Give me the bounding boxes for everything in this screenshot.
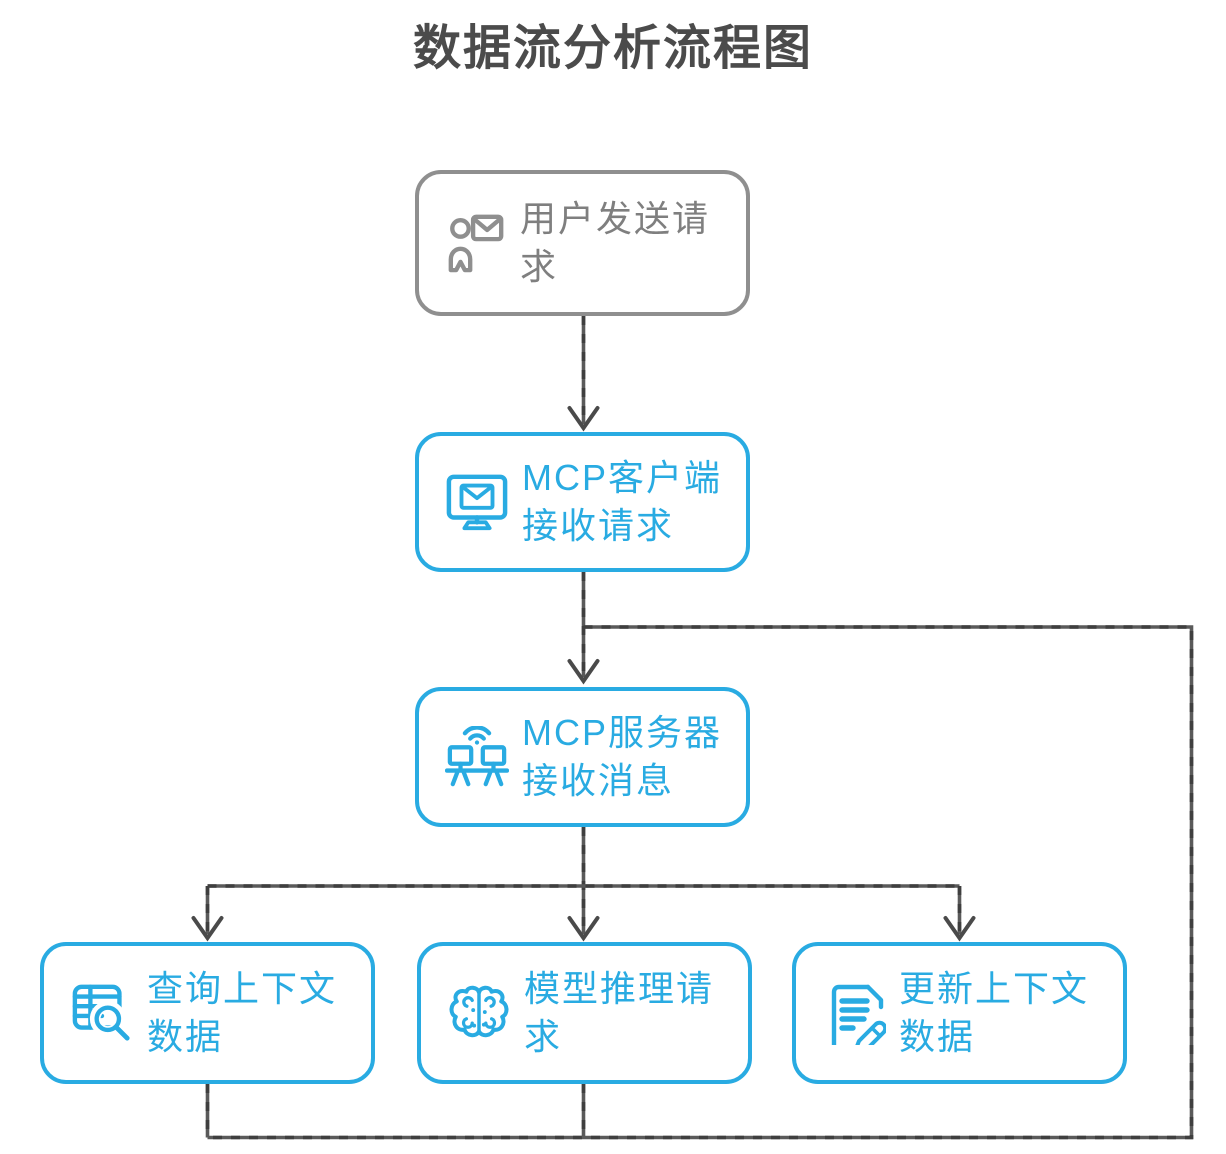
node-label: 模型推理请求 (524, 968, 715, 1057)
node-label: 查询上下文数据 (147, 968, 338, 1057)
node-mcp-client-receive: MCP客户端接收请求 (415, 432, 750, 572)
network-devices-icon (445, 726, 509, 788)
node-label: 更新上下文数据 (899, 968, 1090, 1057)
node-label: 用户发送请求 (520, 198, 711, 287)
document-edit-icon (822, 981, 886, 1045)
node-model-inference-request: 模型推理请求 (417, 942, 752, 1084)
arrowhead-icon (567, 659, 600, 685)
node-label: MCP客户端接收请求 (522, 457, 722, 546)
arrowhead-icon (567, 406, 600, 432)
node-user-send-request: 用户发送请求 (415, 170, 750, 316)
edge-user-to-client (567, 316, 600, 432)
table-search-icon (70, 982, 134, 1044)
node-query-context-data: 查询上下文数据 (40, 942, 375, 1084)
node-update-context-data: 更新上下文数据 (792, 942, 1127, 1084)
edge-feedback-loop (205, 625, 1194, 1140)
brain-icon (447, 982, 511, 1044)
monitor-mail-icon (445, 471, 509, 533)
edge-client-to-server (567, 572, 600, 685)
arrowhead-icon (191, 916, 224, 942)
edge-server-to-children (191, 827, 976, 942)
node-label: MCP服务器接收消息 (522, 712, 722, 801)
page-title: 数据流分析流程图 (412, 22, 813, 75)
arrowhead-icon (943, 916, 976, 942)
node-mcp-server-receive: MCP服务器接收消息 (415, 687, 750, 827)
arrowhead-icon (567, 916, 600, 942)
user-message-icon (445, 212, 507, 274)
